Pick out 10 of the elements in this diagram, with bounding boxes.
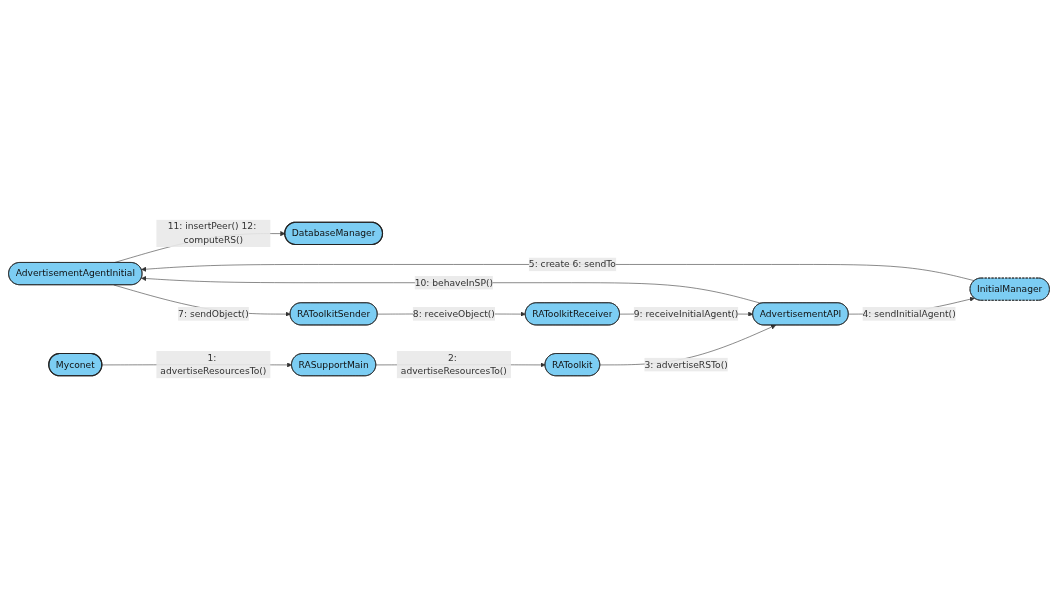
edge-label: 3: advertiseRSTo() — [644, 358, 728, 370]
edge-label: 8: receiveObject() — [412, 308, 495, 319]
edge-label: 2: advertiseResourcesTo() — [400, 352, 507, 377]
edge-label: 9: receiveInitialAgent() — [633, 308, 739, 319]
edge-label: 1: advertiseResourcesTo() — [160, 352, 267, 377]
edge-label: 5: create 6: sendTo — [528, 258, 616, 270]
edge-label: 11: insertPeer() 12: computeRS() — [167, 220, 257, 246]
edge-label: 10: behaveInSP() — [414, 277, 494, 288]
edge-label: 7: sendObject() — [178, 308, 249, 319]
edge-label: 4: sendInitialAgent() — [862, 308, 956, 319]
